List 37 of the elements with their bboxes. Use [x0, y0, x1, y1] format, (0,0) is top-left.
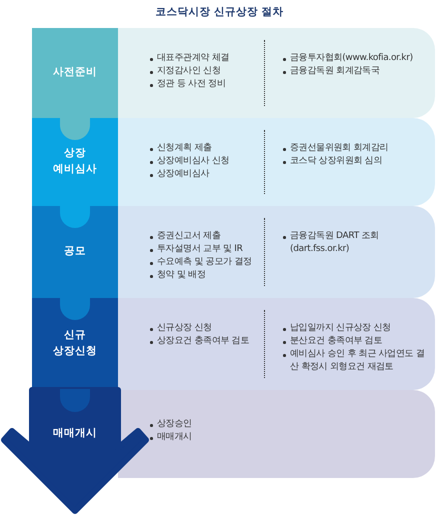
stage-tab — [32, 298, 118, 390]
stage-tab — [32, 28, 118, 118]
list-item: 금융감독원 DART 조회 (dart.fss.or.kr) — [283, 230, 431, 256]
list-item: 신규상장 신청 — [150, 322, 268, 336]
list-item: 코스닥 상장위원회 심의 — [283, 155, 431, 168]
list-item: 상장승인 — [150, 418, 268, 432]
list-item: 예비심사 승인 후 최근 사업연도 결산 확정시 외형요건 재검토 — [283, 348, 431, 374]
list-item: 금융투자협회(www.kofia.or.kr) — [283, 52, 431, 66]
list-item: 신청계획 제출 — [150, 142, 268, 156]
list-item: 정관 등 사전 정비 — [150, 78, 268, 92]
list-item: 수요예측 및 공모가 결정 — [150, 256, 268, 270]
stage-band — [32, 28, 435, 118]
list-item: 투자설명서 교부 및 IR — [150, 243, 268, 256]
title: 코스닥시장 신규상장 절차 — [155, 5, 284, 19]
stage-label: 매매개시 — [52, 426, 98, 442]
list-item: 상장예비심사 — [150, 168, 268, 182]
list-item: 매매개시 — [150, 431, 268, 444]
list-item: 납입일까지 신규상장 신청 — [283, 322, 431, 336]
list-item: 증권선물위원회 회계감리 — [283, 142, 431, 156]
stage-band — [32, 298, 435, 390]
list-item: 상장예비심사 신청 — [150, 155, 268, 168]
list-item: 증권신고서 제출 — [150, 230, 268, 244]
list-item: 상장요건 충족여부 검토 — [150, 335, 268, 348]
stage-label: 사전준비 — [52, 65, 98, 80]
list-item: 대표주관계약 체결 — [150, 52, 268, 66]
stage-label: 신규 상장신청 — [52, 328, 98, 359]
list-item: 분산요건 충족여부 검토 — [283, 335, 431, 348]
list-item: 지정감사인 신청 — [150, 65, 268, 78]
stage-label: 공모 — [63, 244, 87, 260]
stage-label: 상장 예비심사 — [52, 146, 98, 177]
stage-band — [118, 390, 435, 478]
stage-band — [32, 206, 435, 298]
list-item: 금융감독원 회계감독국 — [283, 65, 431, 78]
stage-band — [32, 118, 435, 206]
stage-tab — [32, 206, 118, 298]
list-item: 청약 및 배정 — [150, 269, 268, 282]
stage-tab — [32, 118, 118, 206]
